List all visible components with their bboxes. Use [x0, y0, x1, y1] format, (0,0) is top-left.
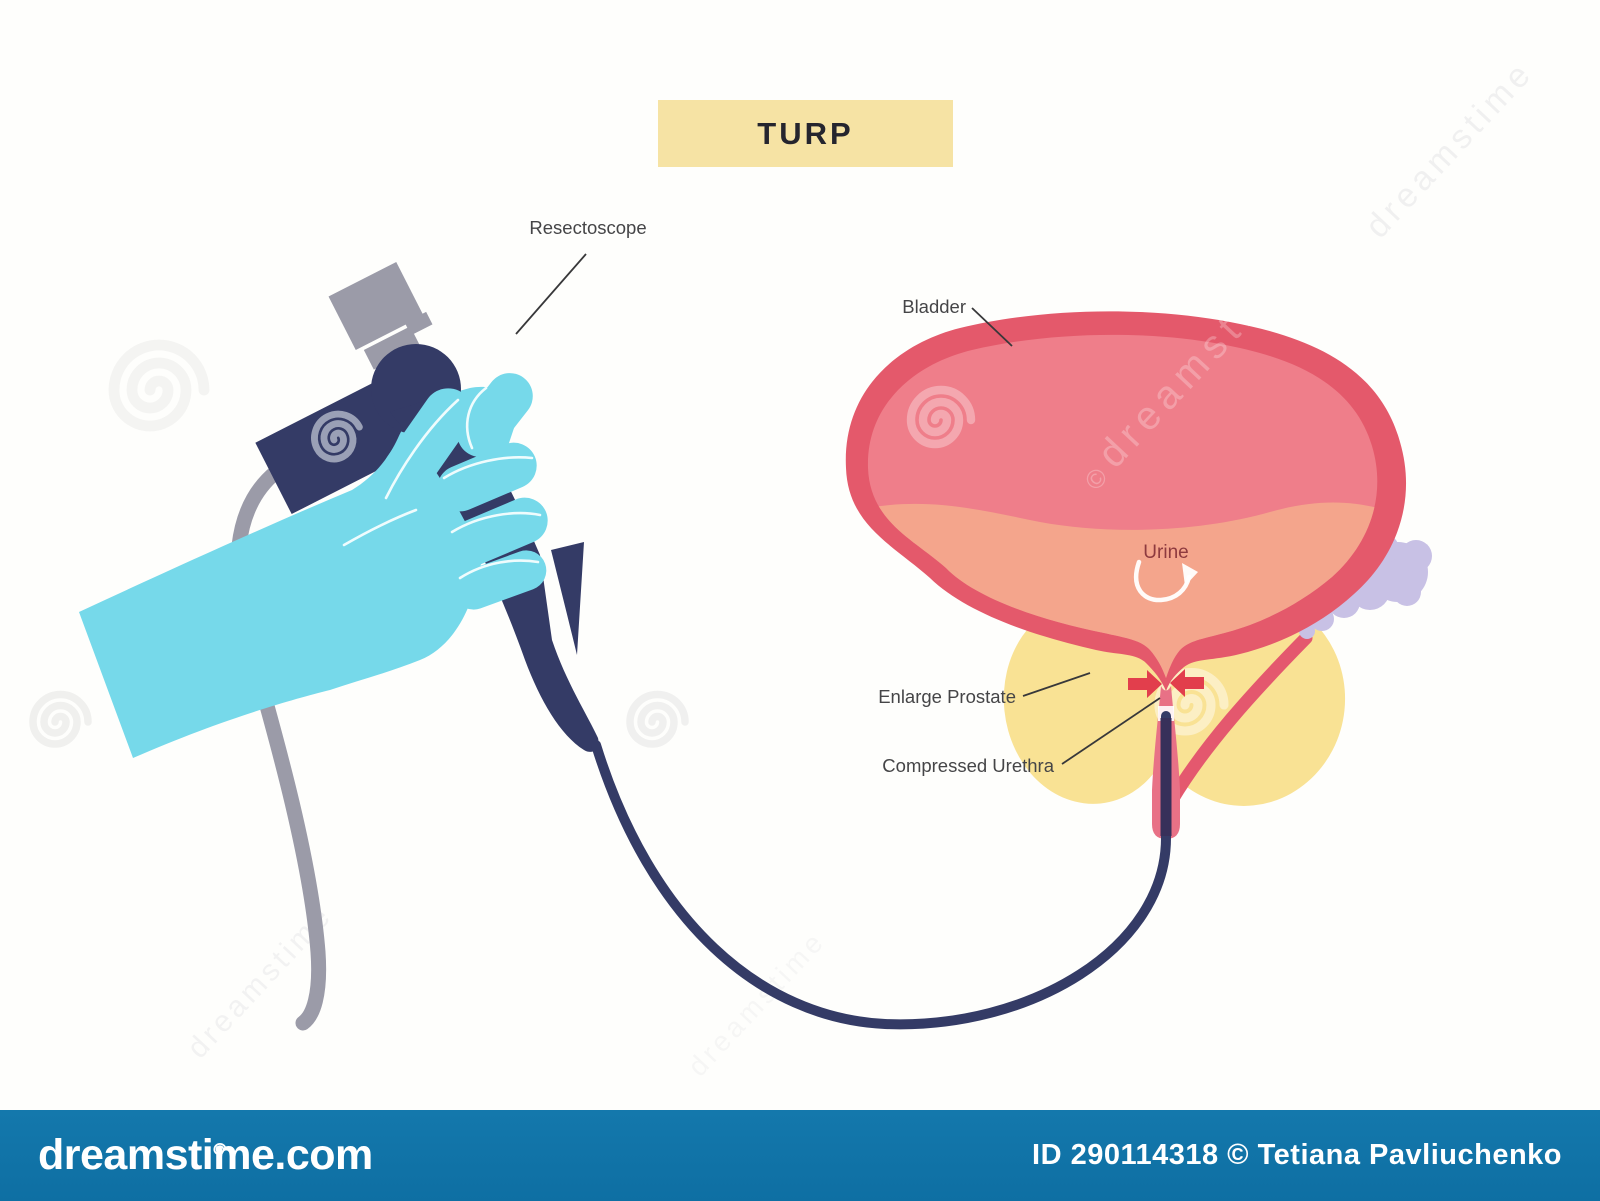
glove-highlight-lines: [342, 386, 542, 580]
middle-finger: [437, 442, 537, 512]
pointer-lines: [515, 253, 1161, 765]
watermark-spiral-icon: [630, 695, 685, 744]
urine-flow-arrowhead-icon: [1182, 563, 1198, 586]
thumb: [457, 373, 533, 457]
watermark-footer-bar: dreamstime.com ID 290114318 © Tetiana Pa…: [0, 1110, 1600, 1201]
watermark-spiral-icon: [33, 695, 88, 744]
scope-stem: [363, 326, 421, 370]
compressed-urethra-pointer: [1061, 697, 1161, 765]
resectoscope-hand-group: [79, 262, 1172, 1031]
scope-shaft-cable: [591, 711, 1171, 1030]
vas-deferens-tube: [1165, 631, 1313, 807]
arrow-left-icon: [1170, 669, 1204, 697]
scope-handle-prong: [551, 542, 584, 655]
logo-spiral-icon: [213, 1143, 227, 1155]
watermark-spiral-icon: [114, 345, 204, 426]
title-banner: TURP: [658, 100, 953, 167]
page-title: TURP: [757, 115, 854, 151]
enlarge-prostate-label: Enlarge Prostate: [878, 686, 1016, 707]
resectoscope-label: Resectoscope: [529, 217, 646, 238]
image-credit: ID 290114318 © Tetiana Pavliuchenko: [1032, 1139, 1562, 1171]
annotations: Resectoscope Bladder Urine Enlarge Prost…: [515, 217, 1204, 776]
compressed-urethra-label: Compressed Urethra: [882, 755, 1054, 776]
watermark-text: dreamstime: [1358, 53, 1541, 245]
arrow-right-icon: [1128, 670, 1162, 698]
dreamstime-logo[interactable]: dreamstime.com: [38, 1131, 373, 1180]
pinky-finger: [453, 550, 547, 610]
index-finger: [382, 388, 474, 496]
anatomy-group: dreamstime ©: [845, 242, 1432, 839]
urine-flow-arrow-icon: [1134, 559, 1192, 603]
glove-fingers: [382, 373, 548, 610]
dreamstime-logo-text: dreamstime.com: [38, 1131, 373, 1179]
enlarge-prostate-pointer: [1022, 672, 1091, 697]
resectoscope-pointer: [515, 253, 587, 335]
illustration-svg: dreamstime dreamstime dreamstime: [0, 53, 1542, 1065]
bladder-label: Bladder: [902, 296, 966, 317]
bladder-pointer: [971, 307, 1013, 347]
urine-label: Urine: [1143, 542, 1188, 563]
ring-finger: [448, 497, 548, 567]
